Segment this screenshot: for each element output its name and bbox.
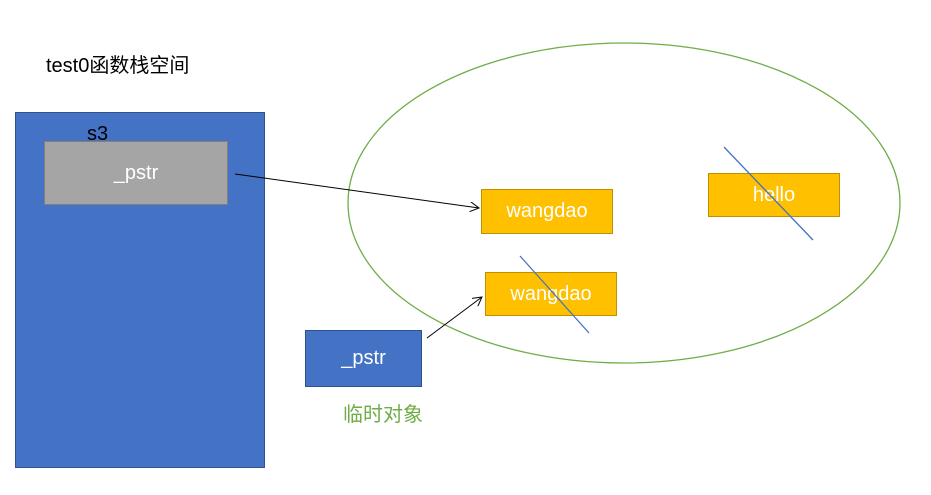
temp-object-pstr-pointer: _pstr xyxy=(305,330,422,387)
stack-space-title: test0函数栈空间 xyxy=(46,55,190,77)
temp-object-caption: 临时对象 xyxy=(343,404,423,426)
arrow-s3-to-wangdao xyxy=(234,173,479,208)
s3-pstr-pointer: _pstr xyxy=(44,141,228,205)
heap-string-hello-freed: hello xyxy=(708,173,840,217)
heap-string-wangdao: wangdao xyxy=(481,189,613,234)
heap-string-wangdao-freed: wangdao xyxy=(485,272,617,316)
object-s3-label: s3 xyxy=(87,123,109,145)
arrow-temp-to-wangdao xyxy=(426,297,482,339)
